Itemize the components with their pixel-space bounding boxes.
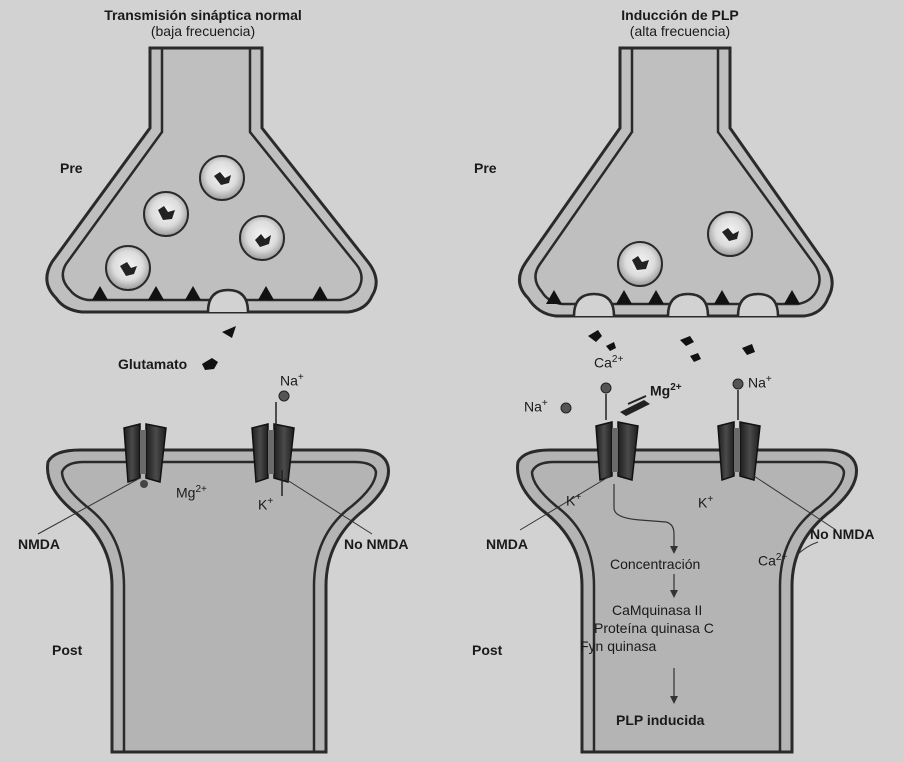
right-panel-subtitle: (alta frecuencia)	[540, 24, 820, 39]
sodium-ion	[733, 379, 743, 389]
non-nmda-receptor-channel	[252, 424, 294, 482]
cascade-step-camkii: CaMquinasa II	[612, 602, 702, 618]
right-k-left-label: K+	[566, 492, 581, 509]
left-non-nmda-label: No NMDA	[344, 536, 409, 552]
nmda-receptor-channel	[124, 424, 166, 482]
vesicle-fusion	[738, 294, 778, 316]
left-post-label: Post	[52, 642, 82, 658]
sodium-ion	[561, 403, 571, 413]
right-na-right-label: Na+	[748, 374, 772, 391]
vesicle-fusion	[208, 290, 248, 312]
nmda-receptor-channel	[596, 422, 638, 480]
cascade-step-concentration: Concentración	[610, 556, 700, 572]
vesicle-fusion	[574, 294, 614, 316]
cascade-result-ltp: PLP inducida	[616, 712, 704, 728]
glutamate-label: Glutamato	[118, 356, 187, 372]
right-non-nmda-label: No NMDA	[810, 526, 875, 542]
left-pre-label: Pre	[60, 160, 83, 176]
calcium-ion	[601, 383, 611, 393]
non-nmda-receptor-channel	[718, 422, 760, 480]
right-mg-label: Mg2+	[650, 382, 682, 399]
left-panel-subtitle: (baja frecuencia)	[58, 24, 348, 39]
left-panel-title: Transmisión sináptica normal	[58, 8, 348, 23]
right-post-label: Post	[472, 642, 502, 658]
right-nmda-label: NMDA	[486, 536, 528, 552]
right-ca-post-label: Ca2+	[758, 552, 787, 569]
sodium-ion	[279, 391, 289, 401]
left-na-label: Na+	[280, 372, 304, 389]
right-panel-title: Inducción de PLP	[540, 8, 820, 23]
cascade-step-fyn: Fyn quinasa	[580, 638, 656, 654]
right-pre-label: Pre	[474, 160, 497, 176]
cascade-step-pkc: Proteína quinasa C	[594, 620, 714, 636]
left-nmda-label: NMDA	[18, 536, 60, 552]
right-k-right-label: K+	[698, 494, 713, 511]
right-ca-label: Ca2+	[594, 354, 623, 371]
left-k-label: K+	[258, 496, 273, 513]
mg-ion	[140, 480, 148, 488]
right-na-left-label: Na+	[524, 398, 548, 415]
vesicle-fusion	[668, 294, 708, 316]
left-mg-label: Mg2+	[176, 484, 207, 501]
